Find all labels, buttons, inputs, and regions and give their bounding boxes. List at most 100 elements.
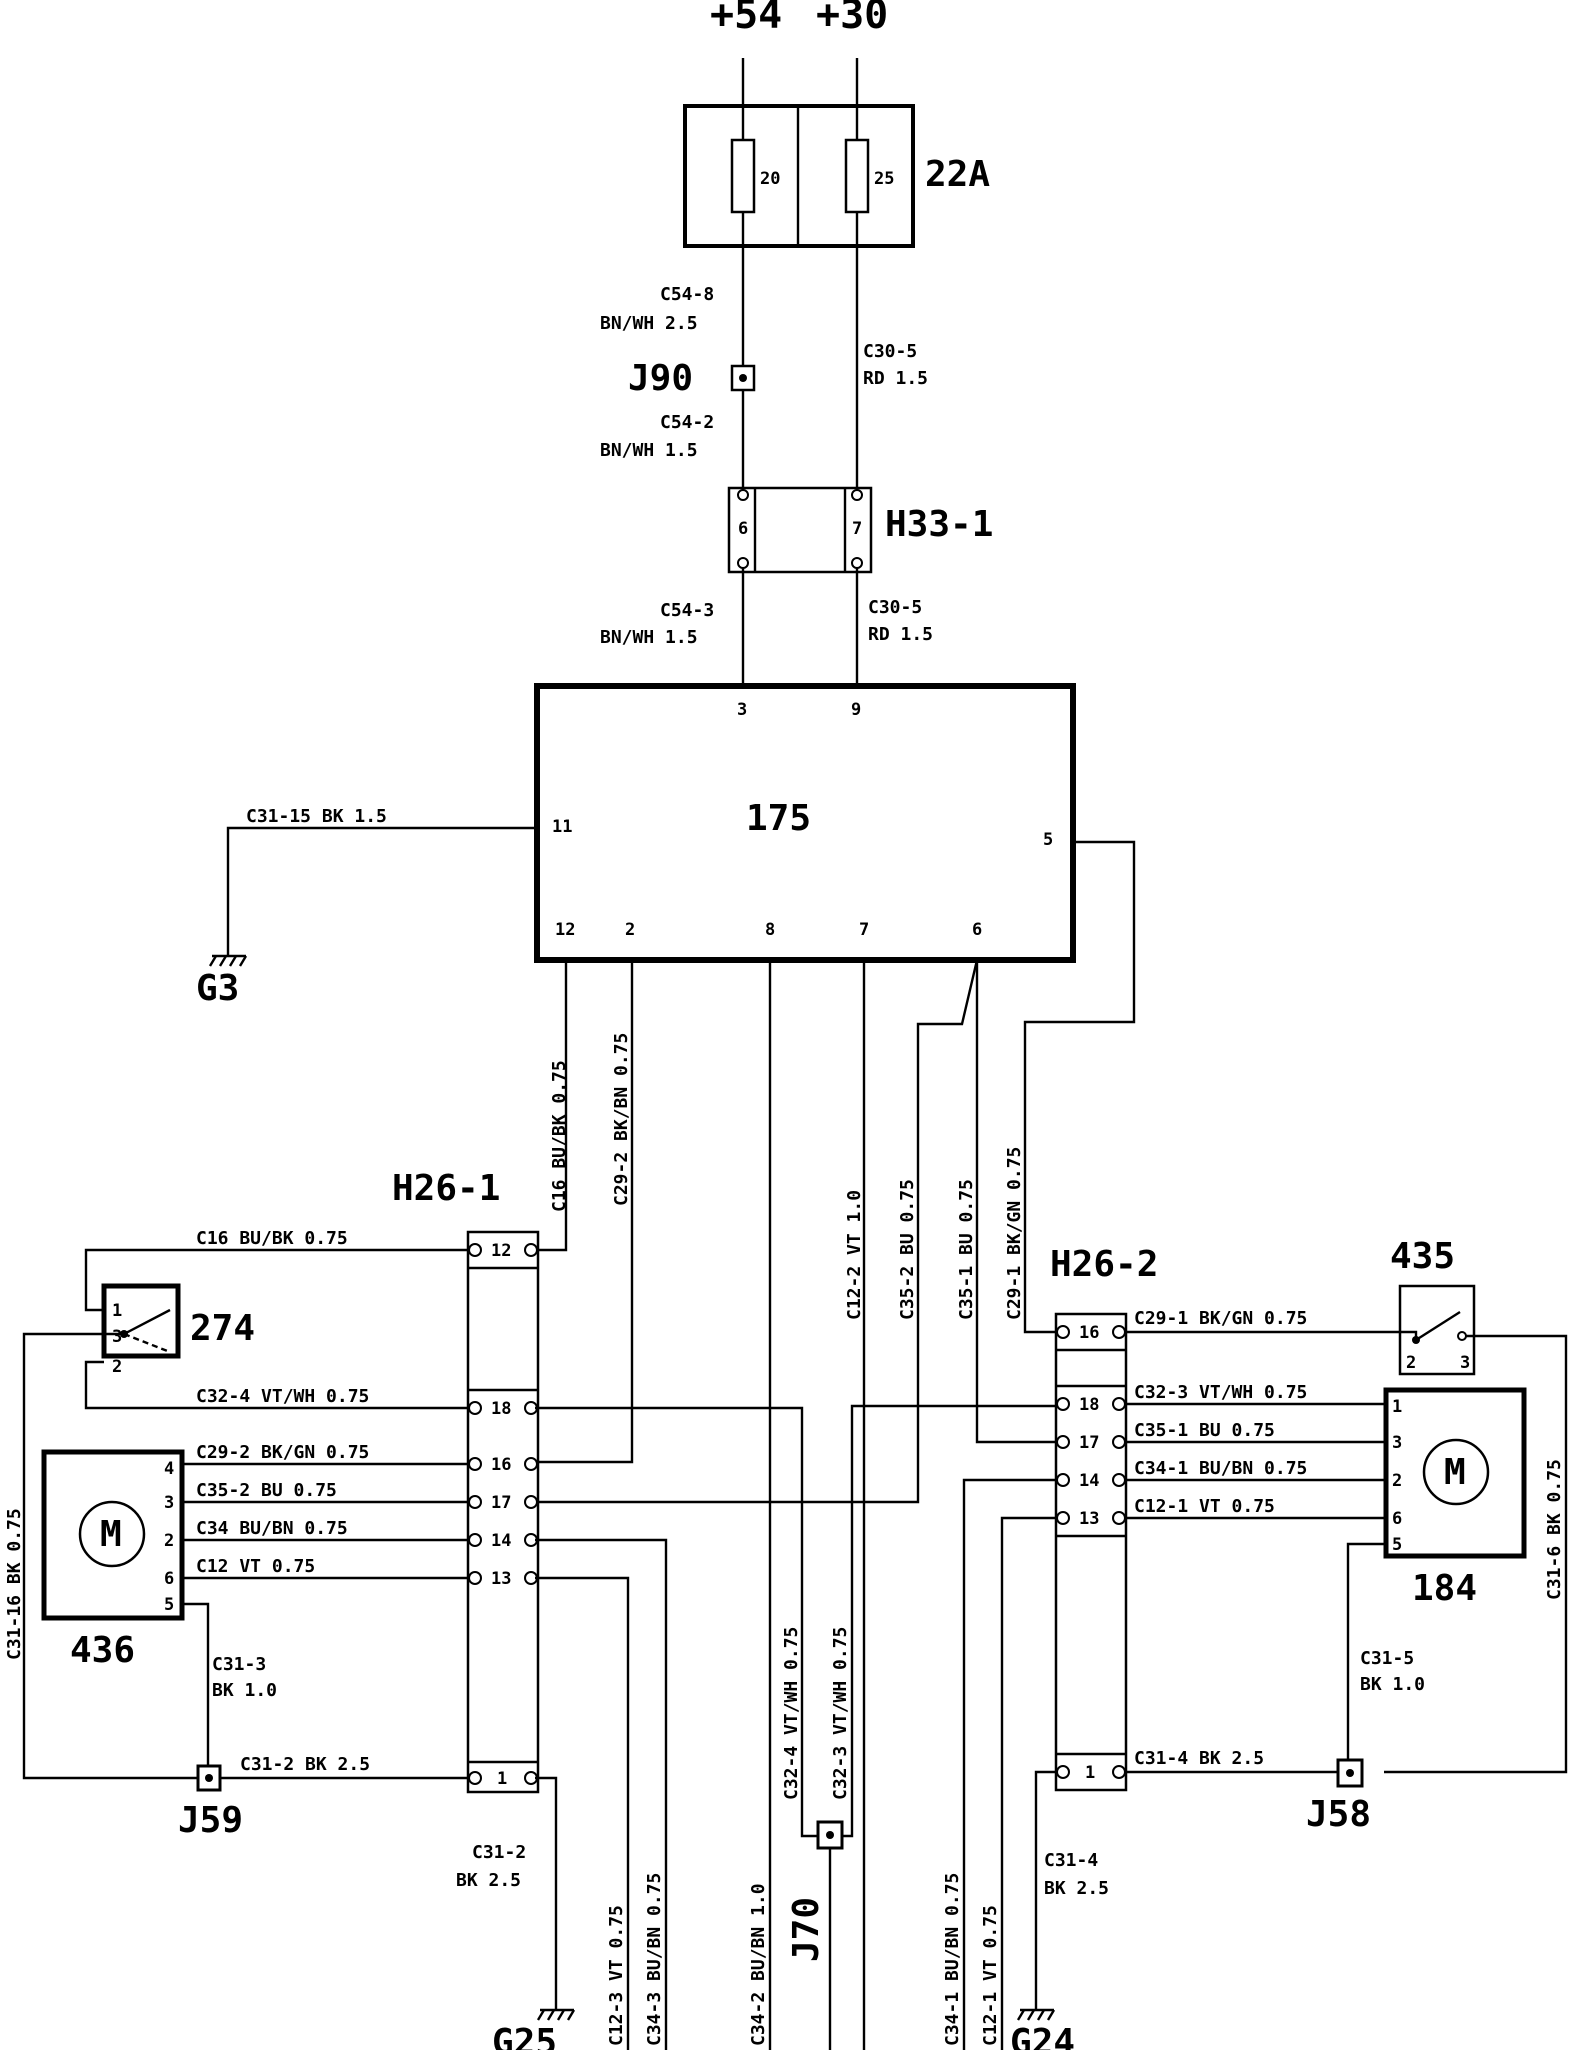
ground-g25-icon — [536, 2008, 576, 2021]
h26-1-pin-12: 12 — [491, 1241, 511, 1261]
switch-435-label: 435 — [1390, 1236, 1455, 1277]
wire-c31-5-label: C31-5 — [1360, 1648, 1414, 1669]
h26-1-wire-1-label: C31-2 BK 2.5 — [240, 1754, 370, 1775]
wire-c31-15-label: C31-15 BK 1.5 — [246, 806, 387, 827]
fuse-box-22a: 20 25 — [683, 104, 915, 248]
184-pin-3: 3 — [1392, 1433, 1402, 1453]
h26-1-pin-16: 16 — [491, 1455, 511, 1475]
connector-h26-2-label: H26-2 — [1050, 1244, 1158, 1285]
label-c34-2: C34-2 BU/BN 1.0 — [748, 1883, 769, 2046]
module-pin-12: 12 — [555, 920, 575, 940]
h26-1-wire-16-label: C29-2 BK/GN 0.75 — [196, 1442, 369, 1463]
wire-c31-6 — [1384, 1334, 1568, 1774]
label-c12-2: C12-2 VT 1.0 — [844, 1190, 865, 1320]
435-pin-2: 2 — [1406, 1353, 1416, 1373]
switch-274-icon — [120, 1308, 171, 1354]
184-pin-1: 1 — [1392, 1397, 1402, 1417]
wire-c32-3 — [838, 1404, 1058, 1838]
label-c12-1v: C12-1 VT 0.75 — [980, 1905, 1001, 2046]
splice-j58-label: J58 — [1306, 1794, 1371, 1835]
motor-184-symbol: M — [1444, 1452, 1466, 1493]
wire-c30-5a-label: C30-5 — [863, 341, 917, 362]
connector-h33-label: H33-1 — [885, 504, 993, 545]
splice-j59-label: J59 — [178, 1800, 243, 1841]
h33-pin7: 7 — [852, 519, 862, 539]
274-pin-2: 2 — [112, 1357, 122, 1377]
h26-2-wire-1-label: C31-4 BK 2.5 — [1134, 1748, 1264, 1769]
wire-c32-4 — [535, 1406, 822, 1838]
label-c32-3: C32-3 VT/WH 0.75 — [830, 1627, 851, 1800]
switch-274 — [101, 1283, 181, 1359]
switch-435 — [1398, 1284, 1476, 1376]
wire-c31-2-label: C31-2 — [472, 1842, 526, 1863]
motor-436-icon — [78, 1500, 146, 1568]
h26-1-pin-14: 14 — [491, 1531, 511, 1551]
h26-2-wire-18-label: C32-3 VT/WH 0.75 — [1134, 1382, 1307, 1403]
184-pin-6: 6 — [1392, 1509, 1402, 1529]
184-pin-2: 2 — [1392, 1471, 1402, 1491]
wire-c54-2-spec: BN/WH 1.5 — [600, 440, 698, 461]
h26-2-pins — [1056, 1325, 1126, 1779]
splice-j70-label: J70 — [786, 1897, 827, 1962]
motor-184-icon — [1422, 1438, 1490, 1506]
supply-plus54-label: +54 — [710, 0, 782, 38]
h26-2-wire-13-label: C12-1 VT 0.75 — [1134, 1496, 1275, 1517]
motor-436 — [41, 1449, 185, 1621]
wire-c31-16 — [22, 1332, 198, 1780]
wire-c54-3-spec: BN/WH 1.5 — [600, 627, 698, 648]
module-pin-6: 6 — [972, 920, 982, 940]
wire-c31-4-spec: BK 2.5 — [1044, 1878, 1109, 1899]
wire-c30-5b-spec: RD 1.5 — [868, 624, 933, 645]
switch-274-label: 274 — [190, 1308, 255, 1349]
wire-c29-2 — [535, 960, 634, 1464]
label-c12-3: C12-3 VT 0.75 — [606, 1905, 627, 2046]
436-pin-2: 2 — [164, 1531, 174, 1551]
wire-c54-8-label: C54-8 — [660, 284, 714, 305]
h26-1-pin-13: 13 — [491, 1569, 511, 1589]
wire-c54-2-label: C54-2 — [660, 412, 714, 433]
wire-c31-5 — [1346, 1542, 1386, 1760]
h26-2-wire-17-label: C35-1 BU 0.75 — [1134, 1420, 1275, 1441]
label-c34-3: C34-3 BU/BN 0.75 — [644, 1873, 665, 2046]
wire-c31-3-label: C31-3 — [212, 1654, 266, 1675]
fuse-20 — [730, 138, 756, 214]
274-pin-3: 3 — [112, 1327, 122, 1347]
h26-1-wire-18-label: C32-4 VT/WH 0.75 — [196, 1386, 369, 1407]
fuse-20-label: 20 — [760, 169, 780, 189]
module-pin-3: 3 — [737, 700, 747, 720]
h26-1-wire-14-label: C34 BU/BN 0.75 — [196, 1518, 348, 1539]
module-175-label: 175 — [746, 798, 811, 839]
label-c16: C16 BU/BK 0.75 — [549, 1060, 570, 1212]
h26-1-wire-13-label: C12 VT 0.75 — [196, 1556, 315, 1577]
h26-2-pin-13: 13 — [1079, 1509, 1099, 1529]
wire-c54-3-label: C54-3 — [660, 600, 714, 621]
ground-g3-icon — [208, 954, 248, 967]
motor-184-label: 184 — [1412, 1568, 1477, 1609]
fuse-box-label: 22A — [925, 154, 990, 195]
wire-c16-bu-bk — [535, 960, 568, 1252]
fuse-25-label: 25 — [874, 169, 894, 189]
wire-c30-5b-label: C30-5 — [868, 597, 922, 618]
274-pin-1: 1 — [112, 1301, 122, 1321]
436-pin-6: 6 — [164, 1569, 174, 1589]
h26-1-pin-17: 17 — [491, 1493, 511, 1513]
label-c29-2: C29-2 BK/BN 0.75 — [611, 1033, 632, 1206]
184-pin-5: 5 — [1392, 1535, 1402, 1555]
module-pin-8: 8 — [765, 920, 775, 940]
fuse-25 — [844, 138, 870, 214]
h26-2-pin-18: 18 — [1079, 1395, 1099, 1415]
module-pin-7: 7 — [859, 920, 869, 940]
h26-1-pins — [468, 1243, 538, 1785]
connector-h26-1 — [466, 1230, 540, 1794]
wire-c31-3 — [182, 1602, 210, 1778]
h26-2-wire-14-label: C34-1 BU/BN 0.75 — [1134, 1458, 1307, 1479]
h26-1-pin-1: 1 — [497, 1769, 507, 1789]
module-pin-5: 5 — [1043, 830, 1053, 850]
h26-2-pin-16: 16 — [1079, 1323, 1099, 1343]
wire-c31-3-spec: BK 1.0 — [212, 1680, 277, 1701]
h26-2-pin-17: 17 — [1079, 1433, 1099, 1453]
label-c29-1: C29-1 BK/GN 0.75 — [1004, 1147, 1025, 1320]
module-175 — [534, 683, 1076, 963]
ground-g3-label: G3 — [196, 968, 239, 1009]
